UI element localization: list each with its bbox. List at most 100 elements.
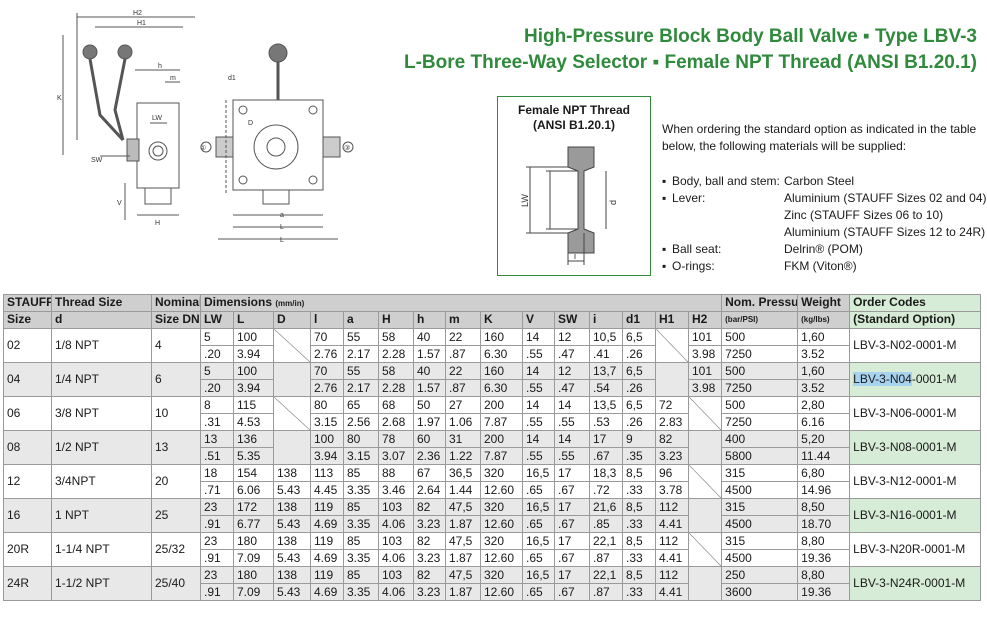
cell-thread: 1/8 NPT xyxy=(51,328,152,363)
cell-dim-in: .67 xyxy=(554,515,590,533)
cell-dim-mm: 40 xyxy=(413,362,446,380)
cell-empty-cross xyxy=(687,532,723,567)
cell-dim-in: 1.97 xyxy=(413,413,446,431)
cell-dim-mm: 22 xyxy=(445,362,481,380)
cell-dim-mm: 88 xyxy=(378,464,414,482)
cell-dim-mm: 21,6 xyxy=(589,498,623,516)
cell-dn: 10 xyxy=(151,396,201,431)
cell-dim-in: 2.76 xyxy=(310,345,344,363)
cell-dim-in: .91 xyxy=(200,515,234,533)
material-key: ▪Lever: xyxy=(662,190,784,207)
cell-dim-mm: 8,5 xyxy=(622,464,656,482)
cell-weight-kg: 5,20 xyxy=(797,430,851,448)
cell-dim-in: 1.22 xyxy=(445,447,481,465)
cell-dim-in: 3.35 xyxy=(343,583,379,601)
cell-pressure-bar: 315 xyxy=(721,532,799,550)
bullet-icon: ▪ xyxy=(662,191,667,205)
order-code-highlight: LBV-3-N04 xyxy=(853,372,912,386)
thread-detail-drawing: LW d i xyxy=(520,146,618,265)
cell-pressure-psi: 7250 xyxy=(721,413,799,431)
thread-detail-box: Female NPT Thread (ANSI B1.20.1) LW d i xyxy=(497,96,651,276)
cell-dim-mm: 8,5 xyxy=(622,498,656,516)
cell-dim-in: 6.77 xyxy=(233,515,274,533)
cell-dim-mm: 16,5 xyxy=(522,566,555,584)
cell-dim-in: 3.07 xyxy=(378,447,414,465)
cell-dim-mm: 85 xyxy=(343,532,379,550)
cell-dim-in: .87 xyxy=(589,549,623,567)
cell-dim-mm: 320 xyxy=(480,532,523,550)
cell-dim-mm: 5 xyxy=(200,328,234,346)
material-value: Delrin® (POM) xyxy=(784,242,863,256)
cell-pressure-psi: 4500 xyxy=(721,515,799,533)
material-value: FKM (Viton®) xyxy=(784,259,857,273)
header-dn: Size DN xyxy=(151,311,201,329)
cell-pressure-bar: 400 xyxy=(721,430,799,448)
cell-dim-in: 12.60 xyxy=(480,549,523,567)
cell-order-code: LBV-3-N08-0001-M xyxy=(849,430,982,465)
cell-weight-kg: 6,80 xyxy=(797,464,851,482)
cell-thread: 1/4 NPT xyxy=(51,362,152,397)
header-dimensions-unit: (mm/in) xyxy=(275,299,305,308)
cell-dim-mm: 50 xyxy=(413,396,446,414)
material-key: ▪Body, ball and stem: xyxy=(662,173,784,190)
cell-weight-lbs: 6.16 xyxy=(797,413,851,431)
cell-empty-cross xyxy=(273,430,311,465)
header-pressure-unit: (bar/PSI) xyxy=(721,311,799,329)
cell-dim-in: 4.41 xyxy=(655,583,689,601)
cell-dim-mm: 101 xyxy=(687,328,723,346)
cell-dim-mm: 119 xyxy=(310,498,344,516)
cell-weight-kg: 8,50 xyxy=(797,498,851,516)
cell-dim-mm: 82 xyxy=(413,498,446,516)
cell-dim-mm: 82 xyxy=(413,566,446,584)
cell-pressure-bar: 500 xyxy=(721,396,799,414)
cell-dim-mm: 82 xyxy=(655,430,689,448)
cell-dim-in: .65 xyxy=(522,515,555,533)
cell-dim-mm: 72 xyxy=(655,396,689,414)
header-col-l: L xyxy=(233,311,274,329)
cell-dim-in: 12.60 xyxy=(480,515,523,533)
cell-dim-in: 3.78 xyxy=(655,481,689,499)
cell-dim-mm: 67 xyxy=(413,464,446,482)
cell-dim-in: .55 xyxy=(522,345,555,363)
bullet-icon: ▪ xyxy=(662,259,667,273)
cell-dim-in: 3.94 xyxy=(233,345,274,363)
cell-size: 02 xyxy=(3,328,52,363)
cell-dim-in: 4.06 xyxy=(378,549,414,567)
cell-size: 06 xyxy=(3,396,52,431)
cell-dim-mm: 6,5 xyxy=(622,362,656,380)
cell-dim-in: 3.23 xyxy=(413,549,446,567)
cell-pressure-psi: 5800 xyxy=(721,447,799,465)
cell-weight-kg: 8,80 xyxy=(797,566,851,584)
cell-weight-kg: 8,80 xyxy=(797,532,851,550)
cell-thread: 1-1/4 NPT xyxy=(51,532,152,567)
cell-dim-mm: 14 xyxy=(522,362,555,380)
dim-label-k: K xyxy=(57,95,62,102)
cell-dim-mm: 320 xyxy=(480,566,523,584)
material-value: Aluminium (STAUFF Sizes 12 to 24R) xyxy=(784,225,986,239)
cell-dim-in: .33 xyxy=(622,515,656,533)
cell-dim-in: 4.41 xyxy=(655,549,689,567)
cell-dim-in: 4.45 xyxy=(310,481,344,499)
cell-dim-in: 5.43 xyxy=(273,549,311,567)
cell-dim-in: 3.98 xyxy=(687,379,723,397)
cell-dim-in: 2.28 xyxy=(378,379,414,397)
cell-dim-in: .65 xyxy=(522,583,555,601)
cell-dim-mm: 14 xyxy=(554,430,590,448)
cell-dim-mm: 13 xyxy=(200,430,234,448)
thread-detail-title-line2: (ANSI B1.20.1) xyxy=(532,118,616,132)
cell-weight-kg: 1,60 xyxy=(797,328,851,346)
cell-dim-in: .91 xyxy=(200,549,234,567)
cell-dim-in: 3.23 xyxy=(655,447,689,465)
cell-order-code: LBV-3-N02-0001-M xyxy=(849,328,982,363)
cell-dim-mm: 58 xyxy=(378,362,414,380)
material-row: Zinc (STAUFF Sizes 06 to 10) xyxy=(662,207,987,224)
cell-dim-mm: 103 xyxy=(378,566,414,584)
header-thread-d: d xyxy=(51,311,152,329)
cell-dim-in: 7.09 xyxy=(233,583,274,601)
